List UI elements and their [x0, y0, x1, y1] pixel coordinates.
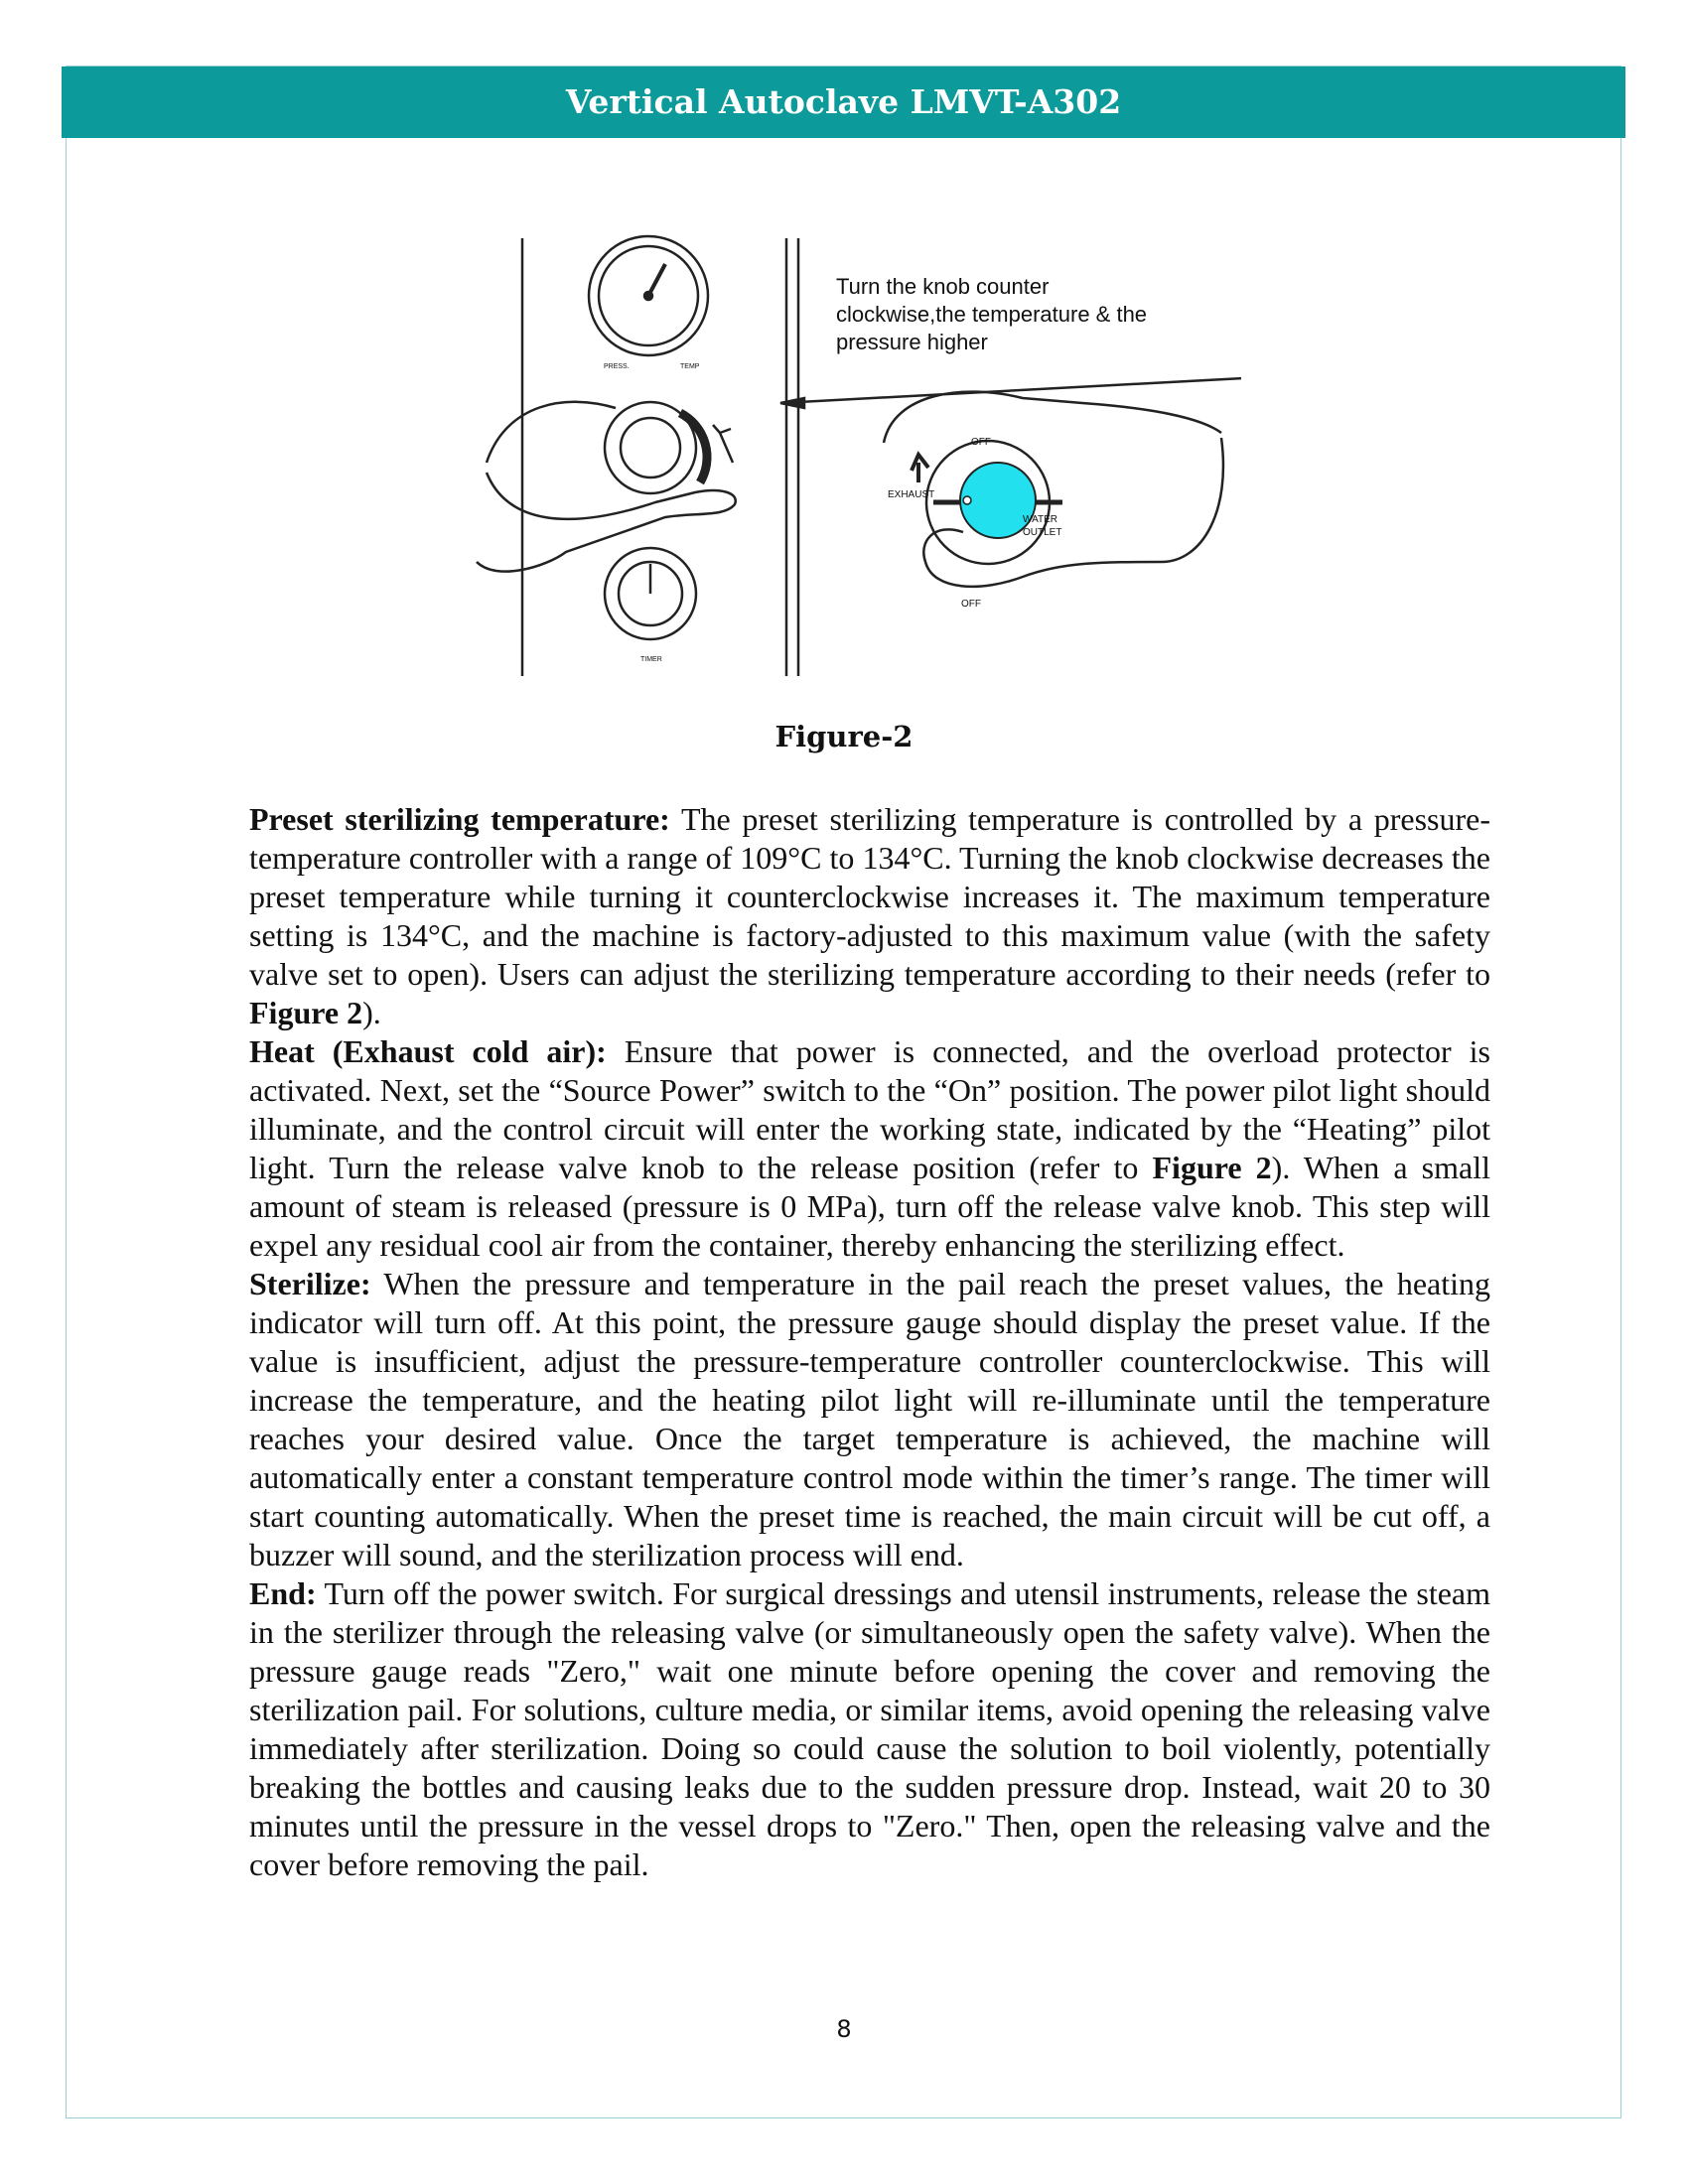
section-preset-temperature: Preset sterilizing temperature: The pres… — [249, 800, 1490, 1032]
figure-reference: Figure 2 — [249, 995, 363, 1030]
page-frame — [66, 66, 1621, 2118]
valve-label-off-bottom: OFF — [961, 599, 981, 610]
figure-reference: Figure 2 — [1152, 1150, 1272, 1185]
page-number: 8 — [836, 2015, 852, 2043]
section-text: When the pressure and temperature in the… — [249, 1266, 1490, 1572]
section-heading: Heat (Exhaust cold air): — [249, 1033, 607, 1069]
callout-line-3: pressure higher — [836, 330, 988, 354]
figure-caption: Figure-2 — [774, 720, 914, 753]
section-heading: Sterilize: — [249, 1266, 371, 1301]
section-heat: Heat (Exhaust cold air): Ensure that pow… — [249, 1032, 1490, 1265]
valve-label-exhaust: EXHAUST — [888, 489, 934, 500]
timer-label: TIMER — [640, 656, 662, 663]
section-text-end: ). When a small amount of steam is relea… — [249, 1150, 1491, 1263]
section-sterilize: Sterilize: When the pressure and tempera… — [249, 1265, 1490, 1574]
section-end: End: Turn off the power switch. For surg… — [249, 1574, 1490, 1884]
valve-label-off-top: OFF — [971, 437, 991, 448]
gauge-label-press: PRESS. — [604, 363, 630, 370]
callout-line-2: clockwise,the temperature & the — [836, 302, 1147, 327]
gauge-label-temp: TEMP — [680, 363, 700, 370]
section-heading: Preset sterilizing temperature: — [249, 801, 670, 837]
section-heading: End: — [249, 1575, 317, 1611]
callout-line-1: Turn the knob counter — [836, 274, 1049, 299]
section-text: Turn off the power switch. For surgical … — [249, 1575, 1490, 1882]
figure-2-illustration: Turn the knob counter clockwise,the temp… — [476, 234, 1241, 676]
valve-label-outlet: OUTLET — [1023, 527, 1061, 538]
section-text: Ensure that power is connected, and the … — [249, 1033, 1491, 1185]
body-text: Preset sterilizing temperature: The pres… — [249, 800, 1490, 1884]
page-header: Vertical Autoclave LMVT-A302 — [62, 67, 1625, 138]
section-text-end: ). — [362, 995, 381, 1030]
section-text: The preset sterilizing temperature is co… — [249, 801, 1491, 992]
valve-label-water: WATER — [1023, 514, 1057, 525]
